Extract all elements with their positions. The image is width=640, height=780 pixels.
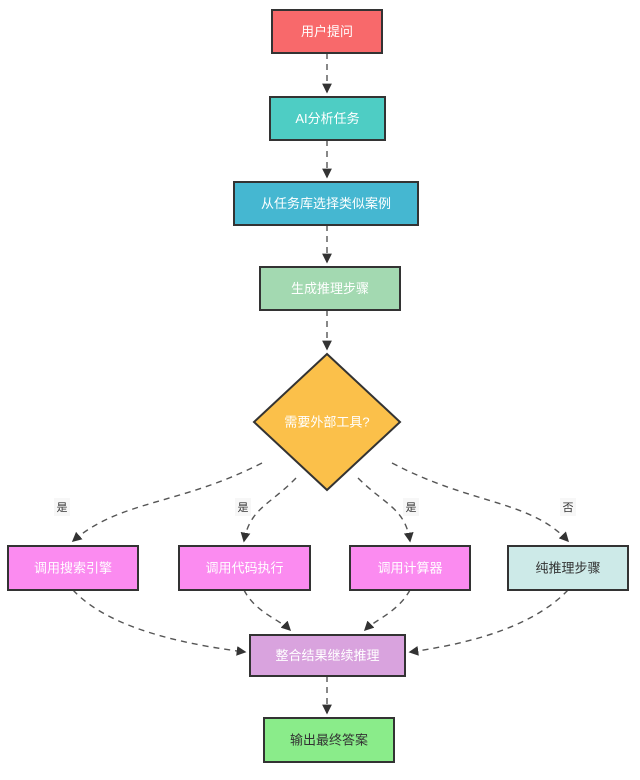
edges-layer <box>71 53 570 715</box>
edge-label-need-external-tool-to-pure-reasoning-steps: 否 <box>560 498 576 516</box>
node-ai-analyze-task[interactable]: AI分析任务 <box>269 96 386 141</box>
edge-label-text: 是 <box>57 501 68 514</box>
node-shape-call-calculator[interactable] <box>349 545 471 591</box>
node-call-code-exec[interactable]: 调用代码执行 <box>178 545 311 591</box>
node-call-search-engine[interactable]: 调用搜索引擎 <box>7 545 139 591</box>
node-merge-continue-reasoning[interactable]: 整合结果继续推理 <box>249 634 406 677</box>
edge-labels-layer: 是是是否 <box>54 498 576 516</box>
edge-label-bg <box>235 498 251 516</box>
node-shape-ai-analyze-task[interactable] <box>269 96 386 141</box>
flow-edge-need-external-tool-to-call-search-engine <box>71 462 263 542</box>
nodes-layer: 用户提问AI分析任务从任务库选择类似案例生成推理步骤需要外部工具?调用搜索引擎调… <box>7 9 629 763</box>
node-shape-output-final-answer[interactable] <box>263 717 395 763</box>
node-generate-reasoning-steps[interactable]: 生成推理步骤 <box>259 266 401 311</box>
edge-label-bg <box>560 498 576 516</box>
edge-label-need-external-tool-to-call-calculator: 是 <box>403 498 419 516</box>
node-shape-call-code-exec[interactable] <box>178 545 311 591</box>
edge-label-bg <box>403 498 419 516</box>
edge-label-text: 否 <box>563 502 574 514</box>
node-shape-need-external-tool[interactable] <box>252 352 402 492</box>
node-shape-user-question[interactable] <box>271 9 383 54</box>
node-select-similar-case[interactable]: 从任务库选择类似案例 <box>233 181 419 226</box>
edge-label-need-external-tool-to-call-search-engine: 是 <box>54 498 70 516</box>
flow-edge-need-external-tool-to-pure-reasoning-steps <box>391 462 570 543</box>
node-shape-select-similar-case[interactable] <box>233 181 419 226</box>
node-shape-call-search-engine[interactable] <box>7 545 139 591</box>
node-output-final-answer[interactable]: 输出最终答案 <box>263 717 395 763</box>
edge-label-text: 是 <box>406 501 417 514</box>
edge-label-bg <box>54 498 70 516</box>
flow-edge-need-external-tool-to-call-calculator <box>357 477 414 543</box>
node-need-external-tool[interactable]: 需要外部工具? <box>252 352 402 492</box>
flow-edge-call-code-exec-to-merge-continue-reasoning <box>243 589 292 632</box>
flow-edge-pure-reasoning-steps-to-merge-continue-reasoning <box>408 589 569 656</box>
node-call-calculator[interactable]: 调用计算器 <box>349 545 471 591</box>
edge-label-text: 是 <box>238 501 249 514</box>
flow-edge-need-external-tool-to-call-code-exec <box>240 477 297 543</box>
node-pure-reasoning-steps[interactable]: 纯推理步骤 <box>507 545 629 591</box>
node-shape-merge-continue-reasoning[interactable] <box>249 634 406 677</box>
edge-label-need-external-tool-to-call-code-exec: 是 <box>235 498 251 516</box>
flow-edge-call-search-engine-to-merge-continue-reasoning <box>72 589 247 656</box>
node-user-question[interactable]: 用户提问 <box>271 9 383 54</box>
node-shape-generate-reasoning-steps[interactable] <box>259 266 401 311</box>
node-shape-pure-reasoning-steps[interactable] <box>507 545 629 591</box>
flow-edge-call-calculator-to-merge-continue-reasoning <box>363 589 411 632</box>
